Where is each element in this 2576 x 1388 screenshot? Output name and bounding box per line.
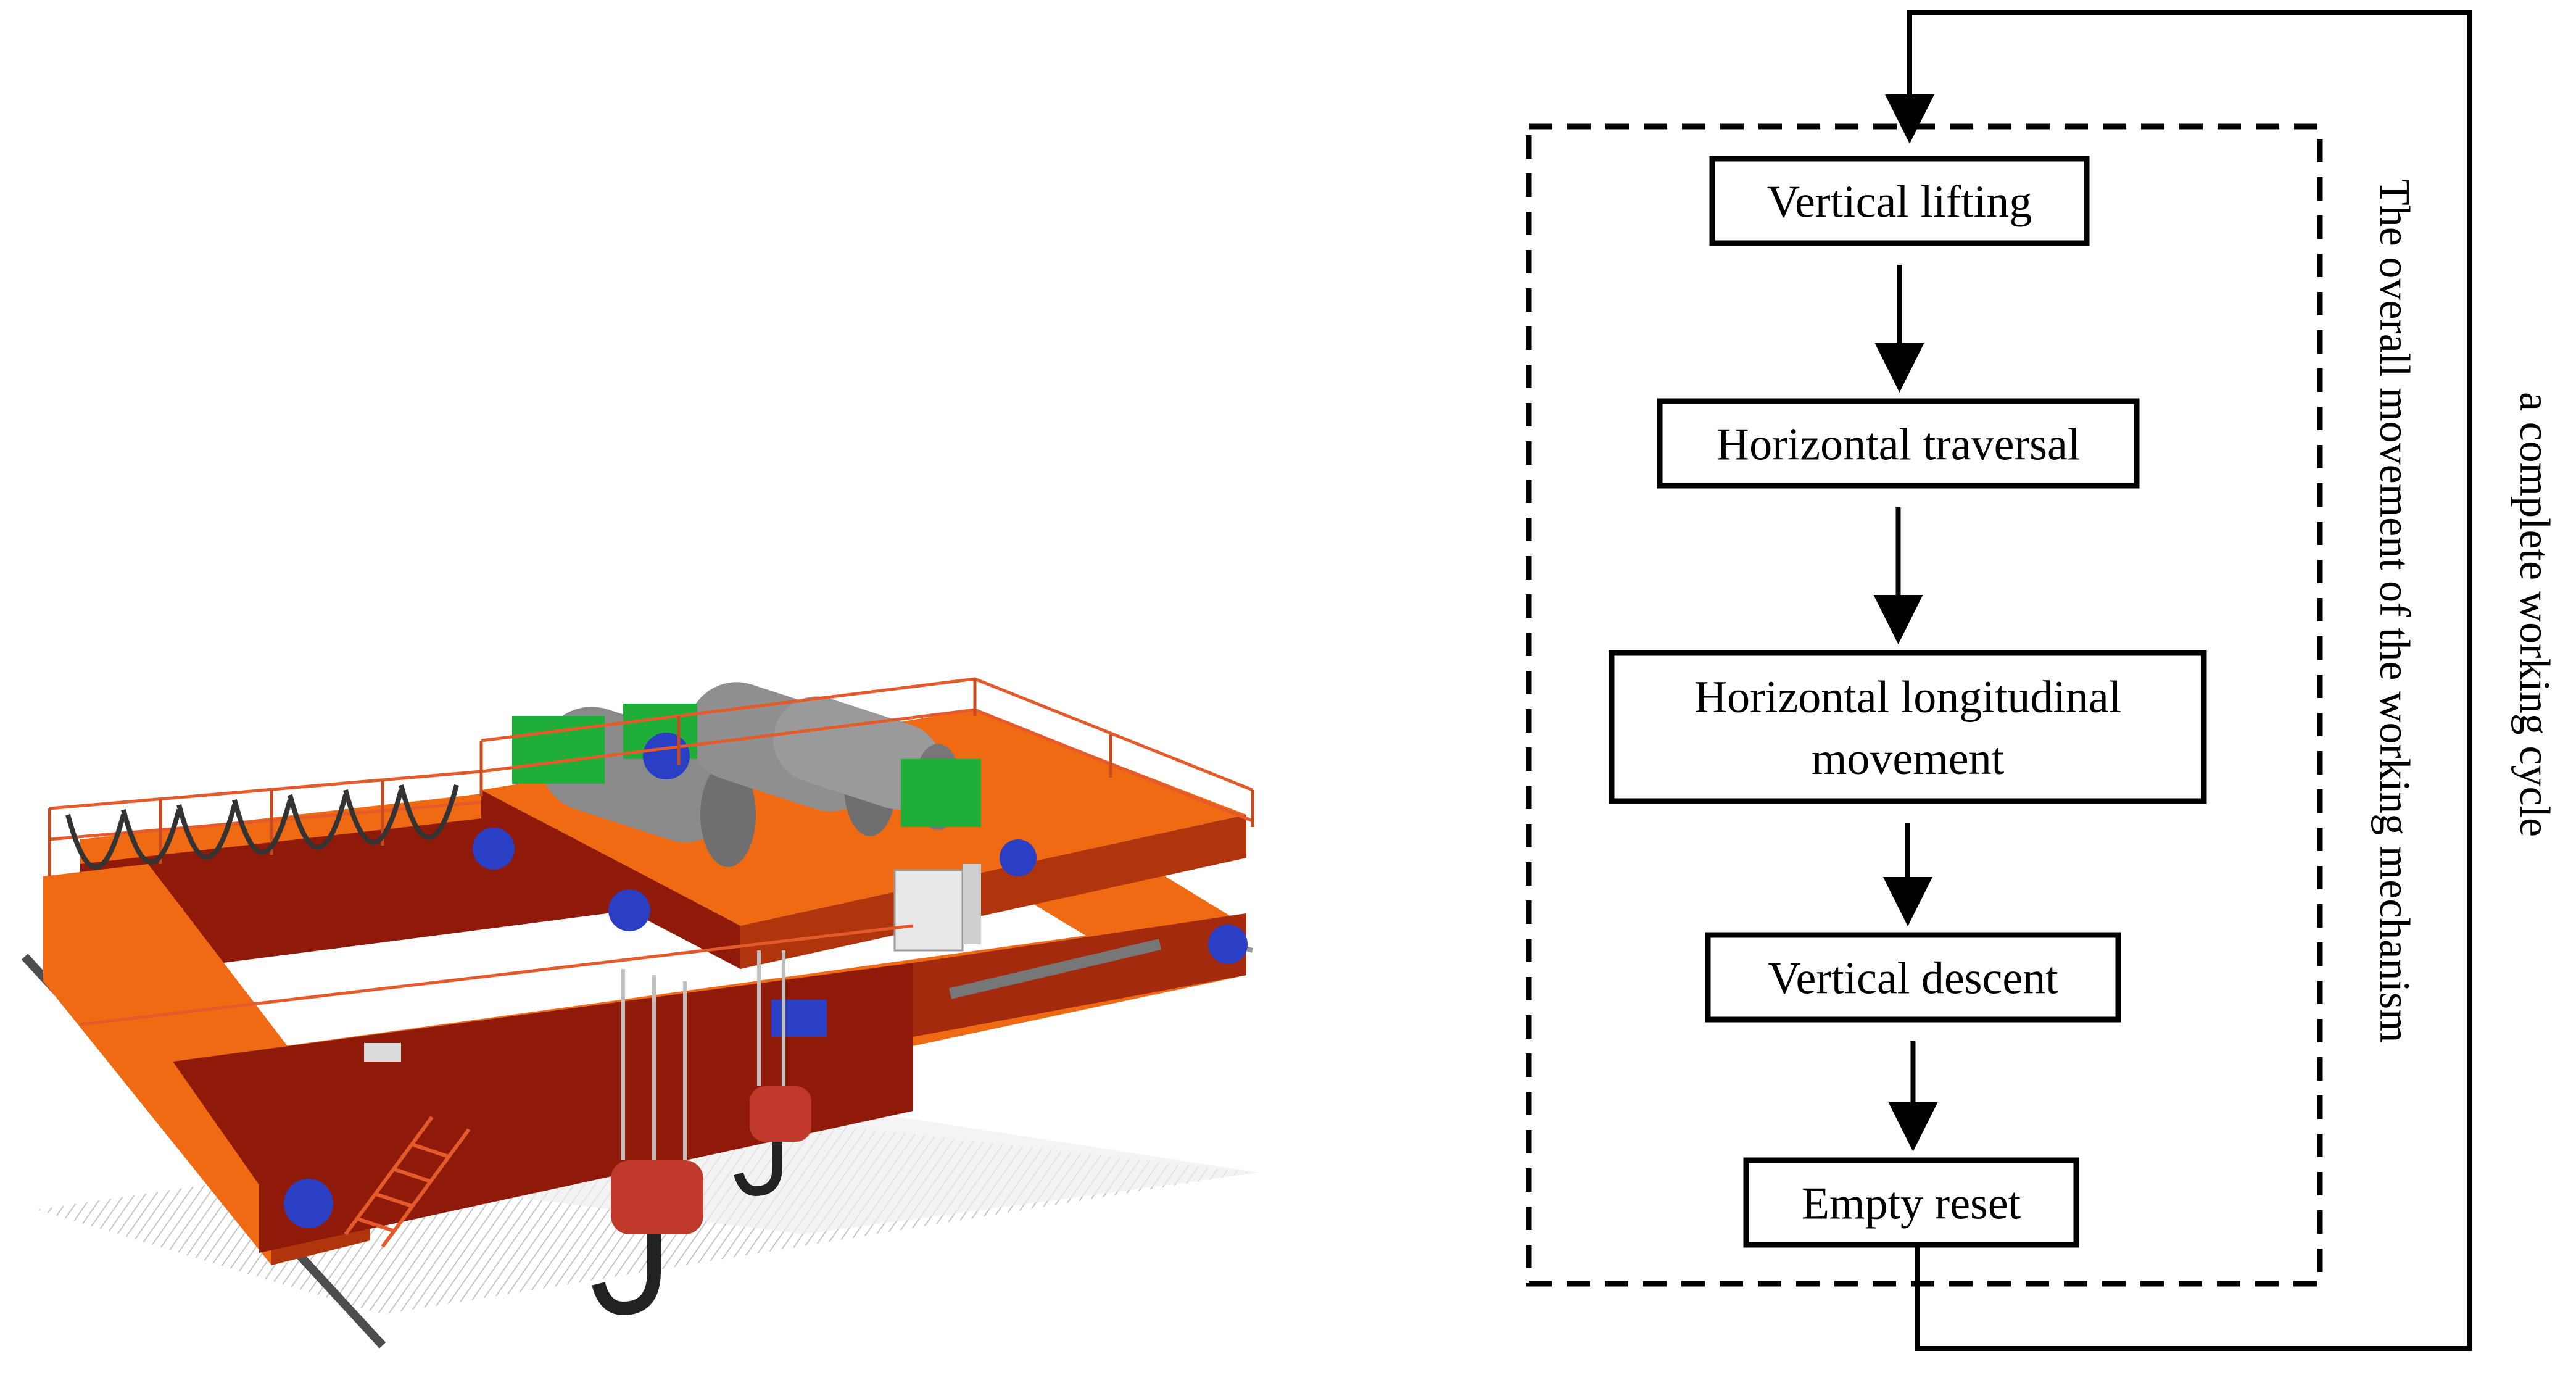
gearbox-right bbox=[901, 759, 981, 827]
motor-travel-right bbox=[1208, 925, 1248, 964]
festoon-cables bbox=[65, 784, 459, 870]
motor-trolley-right bbox=[1000, 839, 1037, 876]
step-label: Vertical descent bbox=[1768, 954, 2058, 1004]
step-box bbox=[1743, 1157, 2079, 1248]
nameplate bbox=[771, 1000, 827, 1037]
ladder bbox=[344, 1116, 471, 1248]
step-box bbox=[1609, 650, 2207, 804]
hook-main bbox=[592, 969, 703, 1316]
step-empty-reset: Empty reset bbox=[1743, 1157, 2079, 1248]
step-box bbox=[1705, 932, 2121, 1023]
step-label: Horizontal traversal bbox=[1717, 420, 2081, 470]
step-label: Vertical lifting bbox=[1767, 177, 2032, 228]
motor-hoist bbox=[643, 733, 690, 779]
step-vertical-lifting: Vertical lifting bbox=[1709, 156, 2090, 246]
electrical-cabinet bbox=[893, 864, 981, 952]
step-label: movement bbox=[1812, 734, 2005, 784]
step-horizontal-longitudinal-movement: Horizontal longitudinal movement bbox=[1609, 650, 2207, 804]
motors bbox=[284, 733, 1248, 1228]
step-horizontal-traversal: Horizontal traversal bbox=[1657, 398, 2140, 489]
cable-duct bbox=[948, 939, 1162, 999]
gearboxes bbox=[512, 704, 981, 827]
cycle-loop-line bbox=[1885, 10, 2472, 1351]
crane-illustration bbox=[21, 677, 1259, 1349]
motor-travel-left bbox=[284, 1179, 333, 1228]
step-box bbox=[1657, 398, 2140, 489]
mechanism-group-label: The overall movement of the working mech… bbox=[2371, 179, 2418, 1043]
working-cycle-label: a complete working cycle bbox=[2511, 392, 2558, 837]
step-label: Empty reset bbox=[1802, 1179, 2021, 1229]
step-box bbox=[1709, 156, 2090, 246]
front-girder bbox=[173, 913, 1246, 1253]
motor-trolley-front bbox=[608, 889, 650, 931]
step-label: Horizontal longitudinal bbox=[1694, 672, 2122, 723]
motor-trolley-left bbox=[473, 828, 515, 870]
hook-auxiliary bbox=[734, 950, 811, 1197]
step-vertical-descent: Vertical descent bbox=[1705, 932, 2121, 1023]
